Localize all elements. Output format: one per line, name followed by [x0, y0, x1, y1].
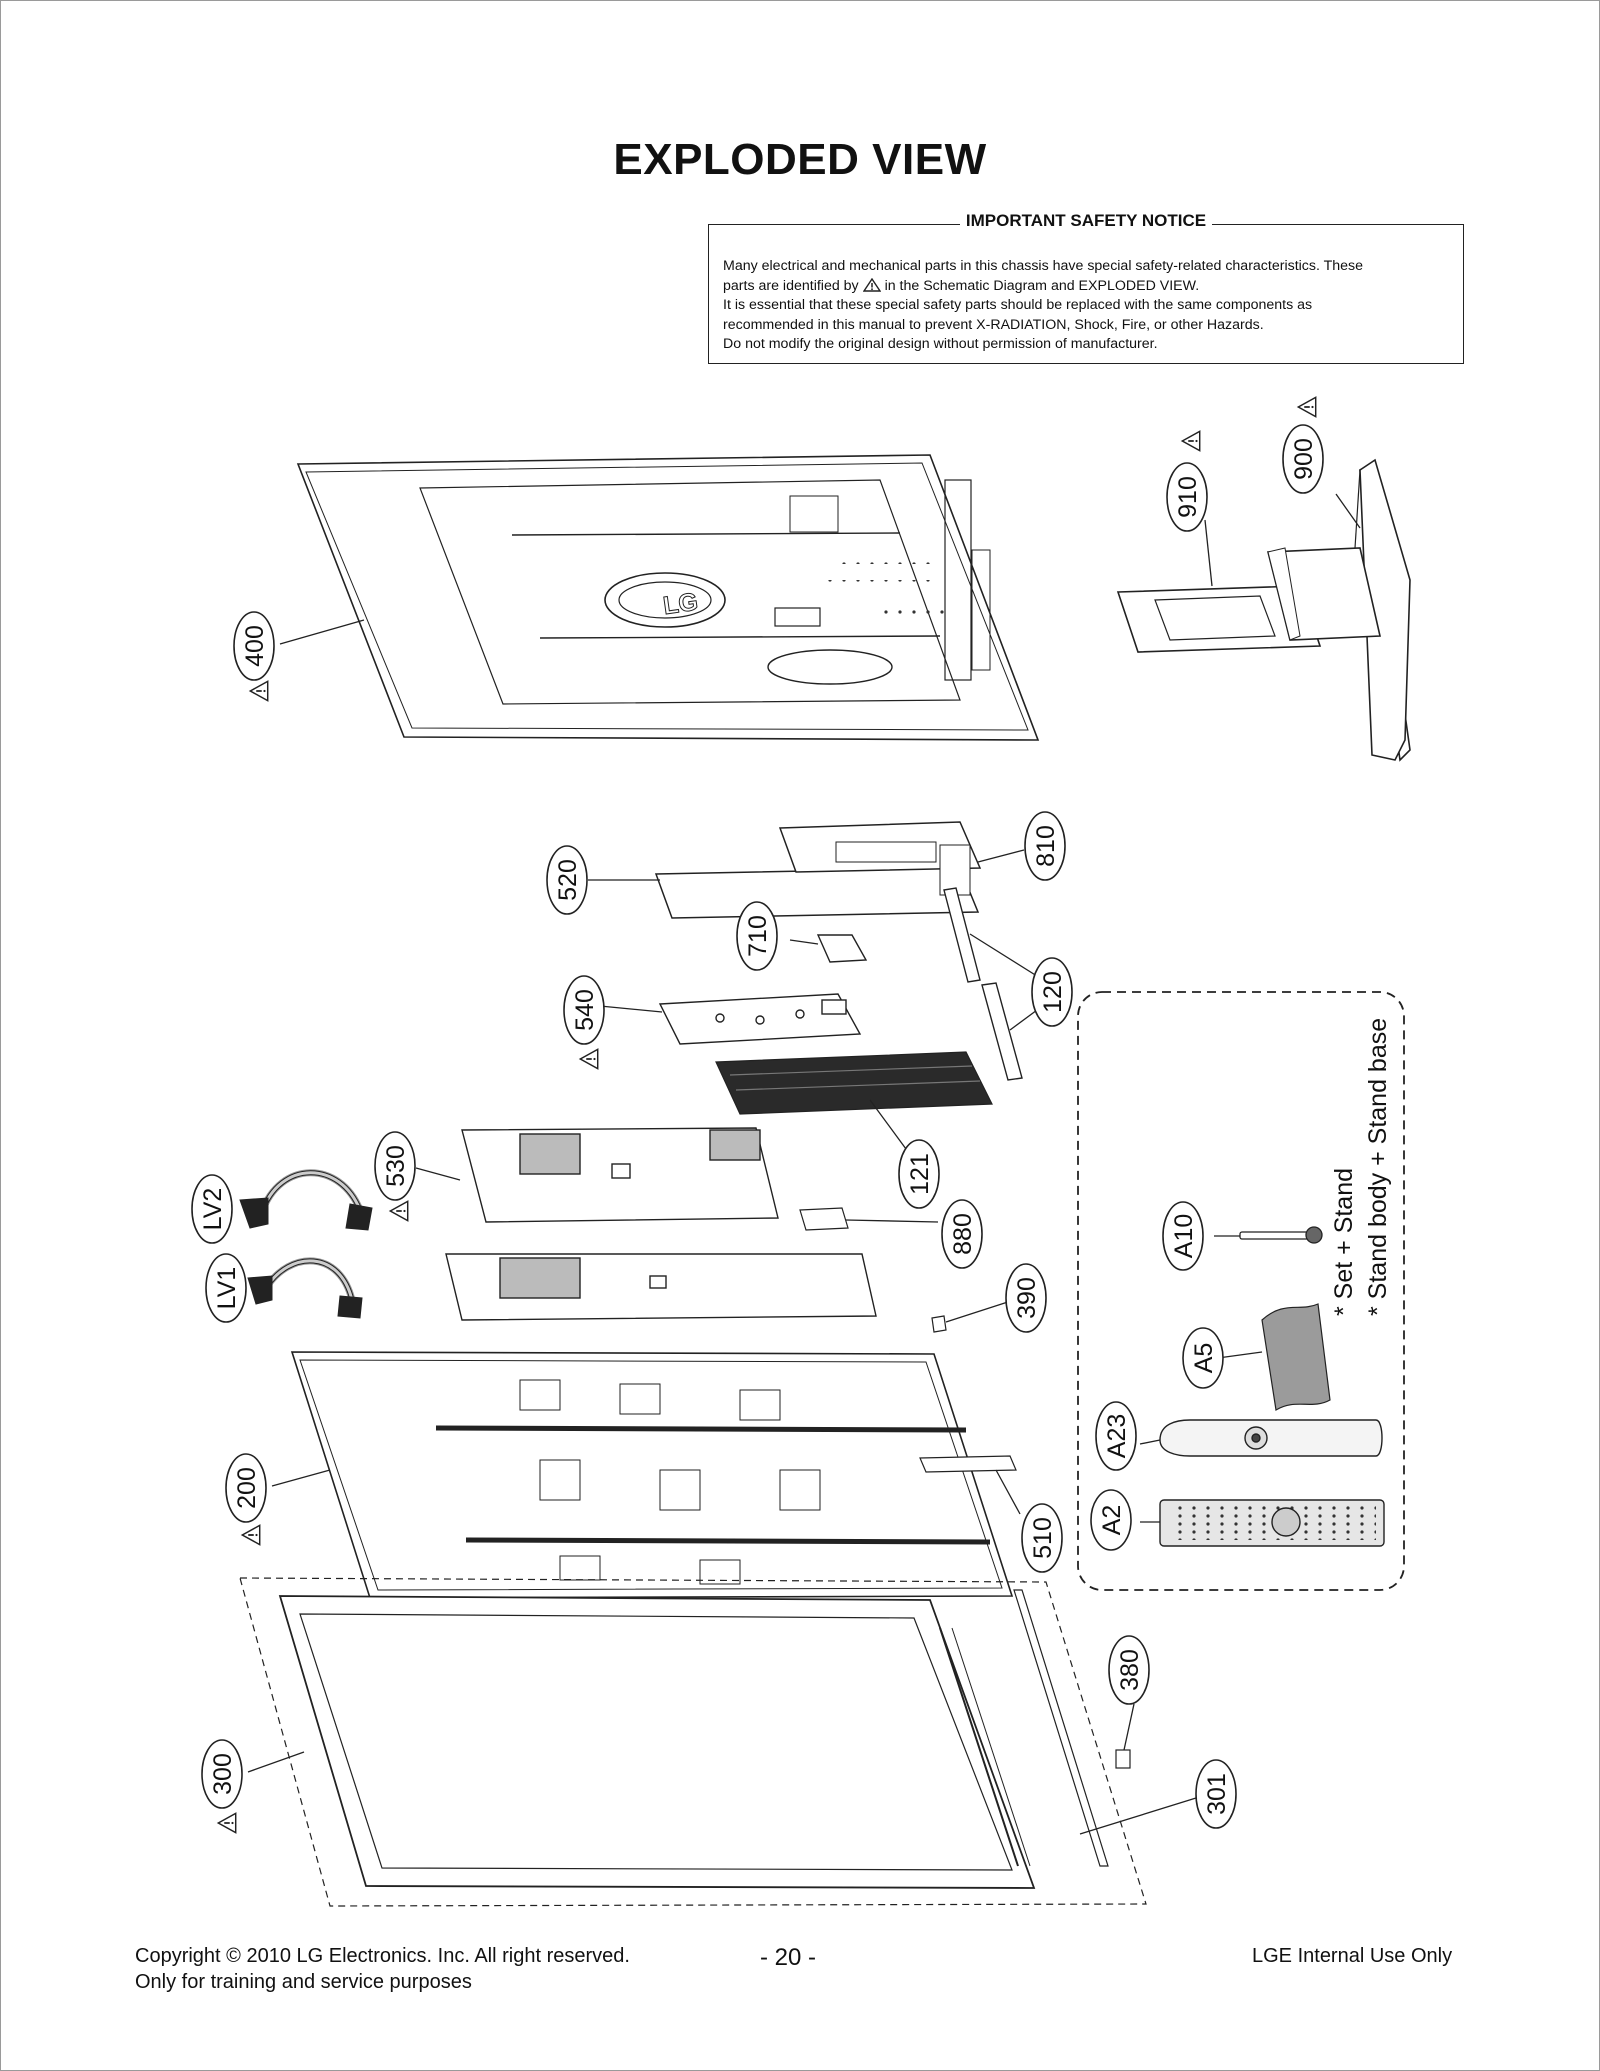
- svg-text:810: 810: [1032, 825, 1060, 867]
- svg-text:880: 880: [949, 1213, 977, 1255]
- callout-301: 301: [1195, 1759, 1237, 1829]
- notice-line-4: recommended in this manual to prevent X-…: [723, 316, 1264, 333]
- chassis-frame-200: [290, 1351, 1014, 1599]
- svg-text:A5: A5: [1190, 1343, 1218, 1374]
- footer-left: Copyright © 2010 LG Electronics. Inc. Al…: [135, 1943, 630, 1995]
- notice-line-3: It is essential that these special safet…: [723, 297, 1313, 314]
- svg-text:LV1: LV1: [213, 1267, 241, 1310]
- warning-triangle-icon: [1297, 396, 1317, 418]
- callout-121: 121: [898, 1139, 940, 1209]
- svg-text:121: 121: [906, 1153, 934, 1195]
- stand-assembly: [1116, 458, 1411, 762]
- shield-121: [715, 1051, 993, 1115]
- callout-120: 120: [1031, 957, 1073, 1027]
- safety-notice-box: IMPORTANT SAFETY NOTICE Many electrical …: [708, 211, 1464, 364]
- callout-510: 510: [1021, 1503, 1063, 1573]
- warning-triangle-icon: [389, 1200, 409, 1222]
- callout-300: 300: [201, 1739, 243, 1809]
- callout-lv2: LV2: [191, 1174, 233, 1244]
- callout-810: 810: [1024, 811, 1066, 881]
- svg-text:900: 900: [1290, 438, 1318, 480]
- svg-text:LV2: LV2: [199, 1188, 227, 1231]
- side-bar-301: [1013, 1589, 1109, 1867]
- warning-triangle-icon: [862, 277, 881, 292]
- parts-880-390: [799, 1207, 947, 1333]
- warning-triangle-icon: [249, 680, 269, 702]
- callout-390: 390: [1005, 1263, 1047, 1333]
- callout-530: 530: [374, 1131, 416, 1201]
- warning-triangle-icon: [241, 1524, 261, 1546]
- svg-text:200: 200: [233, 1467, 261, 1509]
- callout-520: 520: [546, 845, 588, 915]
- front-bezel-300: [239, 1577, 1147, 1907]
- side-brackets-120: [943, 887, 1023, 1081]
- callout-lv1: LV1: [205, 1253, 247, 1323]
- page-title: EXPLODED VIEW: [613, 135, 987, 184]
- svg-text:520: 520: [554, 859, 582, 901]
- svg-text:710: 710: [744, 915, 772, 957]
- bracket-520-810: [654, 821, 982, 919]
- safety-notice-body: Many electrical and mechanical parts in …: [723, 257, 1449, 355]
- svg-text:A10: A10: [1170, 1214, 1198, 1258]
- main-board-540: [658, 993, 862, 1045]
- svg-text:910: 910: [1174, 476, 1202, 518]
- power-board-530: [461, 1127, 779, 1223]
- part-710: [816, 934, 868, 963]
- footer-training: Only for training and service purposes: [135, 1971, 472, 1993]
- callout-710: 710: [736, 901, 778, 971]
- remote-A23: [1159, 1419, 1383, 1457]
- page-number: - 20 -: [760, 1944, 817, 1971]
- notice-line-2: parts are identified by in the Schematic…: [723, 277, 1200, 294]
- callout-a5: A5: [1182, 1327, 1224, 1389]
- svg-text:540: 540: [571, 989, 599, 1031]
- callout-880: 880: [941, 1199, 983, 1269]
- callout-a2: A2: [1090, 1489, 1132, 1551]
- accessory-note-stand-body: * Stand body + Stand base: [1364, 1018, 1392, 1316]
- remote-A2: [1159, 1499, 1385, 1547]
- svg-text:400: 400: [241, 625, 269, 667]
- notice-line-1: Many electrical and mechanical parts in …: [723, 258, 1364, 274]
- warning-triangle-icon: [1181, 430, 1201, 452]
- warning-triangle-icon: [217, 1812, 237, 1834]
- safety-notice-title: IMPORTANT SAFETY NOTICE: [959, 211, 1213, 230]
- callout-910: 910: [1166, 462, 1208, 532]
- accessory-note-set-stand: * Set + Stand: [1330, 1168, 1358, 1316]
- svg-text:300: 300: [209, 1753, 237, 1795]
- svg-text:510: 510: [1029, 1517, 1057, 1559]
- svg-text:390: 390: [1013, 1277, 1041, 1319]
- svg-text:A2: A2: [1098, 1505, 1126, 1536]
- svg-text:380: 380: [1116, 1649, 1144, 1691]
- warning-triangle-icon: [579, 1048, 599, 1070]
- part-380: [1115, 1749, 1131, 1769]
- cables-lv1-lv2: [239, 1169, 373, 1319]
- svg-text:530: 530: [382, 1145, 410, 1187]
- svg-text:120: 120: [1039, 971, 1067, 1013]
- callout-400: 400: [233, 611, 275, 681]
- screw-A10: [1239, 1226, 1323, 1244]
- footer-copyright: Copyright © 2010 LG Electronics. Inc. Al…: [135, 1945, 630, 1967]
- cloth-A5: [1261, 1303, 1331, 1411]
- notice-line-5: Do not modify the original design withou…: [723, 336, 1158, 353]
- callout-a23: A23: [1095, 1401, 1137, 1471]
- lg-logo: LG: [661, 588, 699, 621]
- board-under-530: [445, 1253, 877, 1321]
- callout-a10: A10: [1162, 1201, 1204, 1271]
- callout-540: 540: [563, 975, 605, 1045]
- accessories-box: [1077, 991, 1405, 1591]
- callout-900: 900: [1282, 424, 1324, 494]
- svg-text:A23: A23: [1103, 1414, 1131, 1458]
- callout-200: 200: [225, 1453, 267, 1523]
- callout-380: 380: [1108, 1635, 1150, 1705]
- svg-text:301: 301: [1203, 1773, 1231, 1815]
- back-cover-400: [296, 454, 1040, 741]
- bracket-510: [919, 1455, 1017, 1473]
- footer-internal: LGE Internal Use Only: [1252, 1945, 1453, 1967]
